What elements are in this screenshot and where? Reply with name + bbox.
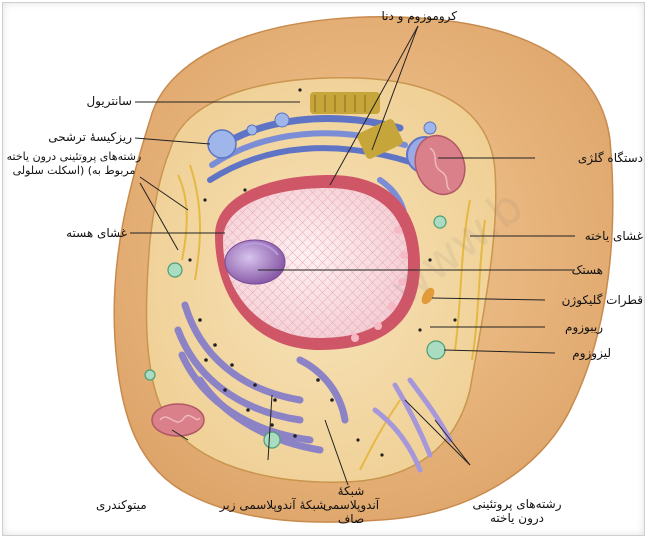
label-centriole: سانتریول [86,94,132,108]
label-ribosome: ریبوزوم [565,320,603,334]
label-nucleolus: هستک [572,263,603,277]
label-nuclear-envelope: غشای هسته [66,226,127,240]
label-protein-filaments-left: رشته‌های پروتئینی درون یاخته مربوط به) (… [4,150,144,178]
label-glycogen: قطرات گلیکوژن [562,293,643,307]
label-smooth-er: شبکهٔ آندوپلاسمی صاف [322,484,380,526]
label-mitochondria: میتوکندری [96,498,147,512]
label-coated-vesicle: ریزکیسهٔ ترشحی [48,130,132,144]
label-cell-membrane: غشای یاخته [585,229,643,243]
label-chromosome: کروموزوم و دنا [381,9,457,23]
nucleolus-shape [225,240,285,284]
label-protein-filaments-bottom: رشته‌های پروتئینی درون یاخته [462,497,572,525]
label-lysosome: لیزوزوم [572,346,611,360]
label-rough-er: شبکهٔ آندوپلاسمی زبر [218,498,328,512]
label-golgi: دستگاه گلژی [578,151,643,165]
